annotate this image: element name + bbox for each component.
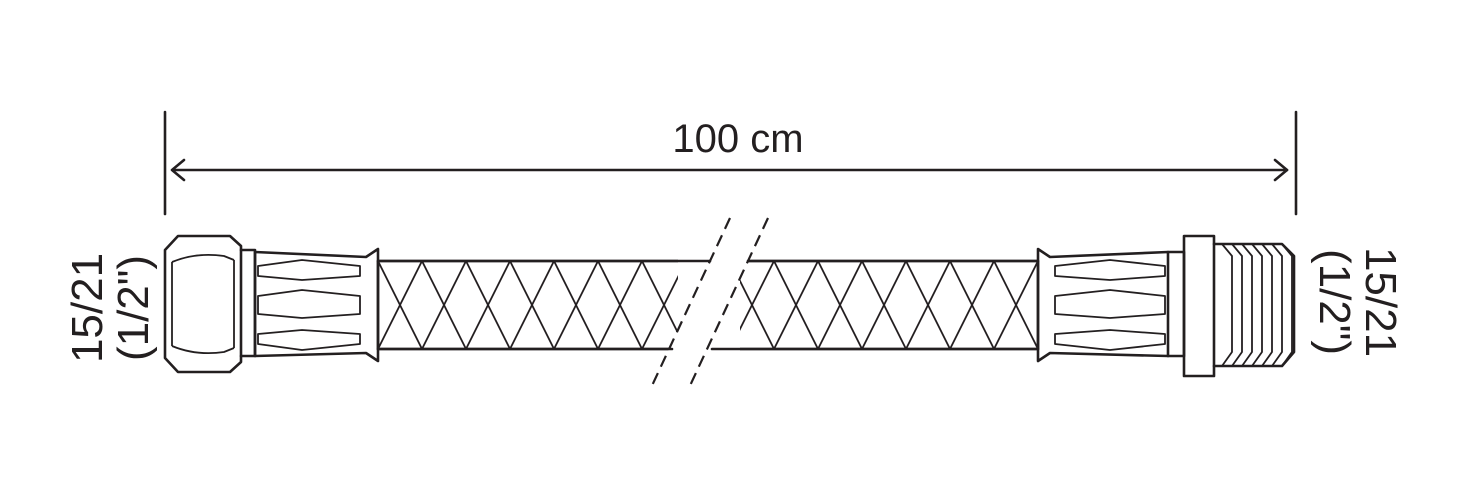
dimension-arrowhead-left [170,158,186,182]
dimension-arrowhead-right [1273,158,1289,182]
thread-ridge [1271,243,1283,367]
braid-strand [377,260,423,350]
braid-strand [905,260,951,350]
thread-ridge [1261,243,1273,367]
left-hex-nut [163,234,243,374]
thread-ridge [1281,243,1293,367]
braid-strand [817,260,863,350]
dimension-line: 100 cm [163,110,1298,216]
thread-ridge [1241,243,1253,367]
left-inch-label: (1/2") [109,255,158,361]
right-size-labels: 15/21 (1/2") [1310,247,1405,357]
right-ferrule-collar [1166,250,1186,358]
left-ferrule-groove-2 [257,289,361,319]
braid-strand [993,260,1039,350]
braid-strand [421,260,467,350]
braid-strand [949,260,995,350]
left-ferrule-body [253,247,380,363]
braid-strand [465,260,511,350]
right-size-label: 15/21 [1356,247,1405,357]
left-size-label: 15/21 [63,253,112,363]
braid-strand [553,260,599,350]
hex-nut-outline [163,234,243,374]
right-inch-label: (1/2") [1310,249,1359,355]
right-male-thread-fitting [1182,234,1296,378]
right-ferrule-groove-3 [1054,329,1166,351]
braided-hose [376,217,1040,391]
break-line-left [649,217,731,391]
right-crimp-ferrule [1036,247,1186,363]
braid-strand [773,260,819,350]
male-thread-outline [1212,242,1296,368]
braid-strand [509,260,555,350]
braid-strand [861,260,907,350]
thread-ridge [1251,243,1263,367]
left-size-labels: 15/21 (1/2") [63,253,158,363]
left-ferrule-collar [239,248,257,358]
hex-nut-facet-bottom [171,345,235,355]
hose-break-mask [650,218,768,390]
left-ferrule-groove-1 [257,259,361,281]
length-label: 100 cm [672,117,803,161]
hose-braid-pattern [377,260,1039,350]
braid-strand [597,260,643,350]
hex-nut-facet-top [171,253,235,263]
left-ferrule-groove-3 [257,329,361,351]
thread-ridge [1231,243,1243,367]
break-line-right [687,217,769,391]
right-ferrule-groove-1 [1054,259,1166,281]
thread-ridge [1221,243,1233,367]
male-thread-lines [1221,243,1293,367]
male-fitting-flange [1182,234,1216,378]
left-crimp-ferrule [239,247,380,363]
right-ferrule-groove-2 [1054,289,1166,319]
